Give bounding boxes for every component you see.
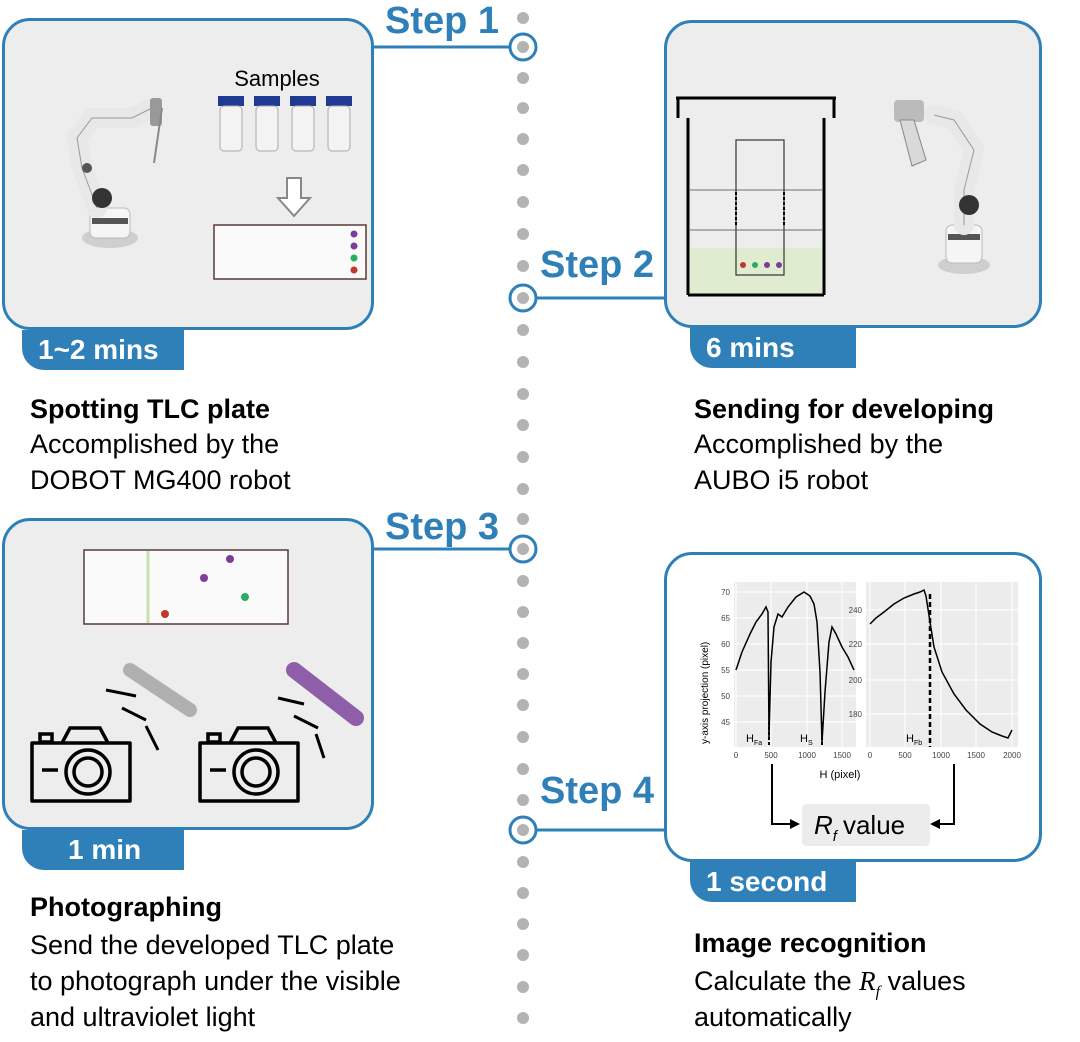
step-1-label: Step 1 bbox=[385, 0, 500, 42]
step-4-time-tab: 1 second bbox=[690, 862, 856, 902]
right-ytick: 240 bbox=[849, 606, 863, 615]
step-3-time-tab: 1 min bbox=[22, 830, 184, 870]
step-2-illustration bbox=[676, 96, 990, 297]
step-3-line-1: Send the developed TLC plate bbox=[30, 930, 395, 960]
left-ytick: 45 bbox=[721, 718, 730, 727]
camera-icon bbox=[30, 726, 132, 803]
step-4-line-1-text: Calculate the bbox=[694, 966, 852, 996]
timeline-node-2 bbox=[508, 283, 670, 313]
timeline-node-1 bbox=[372, 32, 538, 62]
timeline-dots bbox=[517, 12, 529, 1024]
step-4-title: Image recognition bbox=[694, 928, 927, 958]
left-xtick: 0 bbox=[734, 751, 739, 760]
timeline-node-3 bbox=[372, 534, 538, 564]
developing-chamber bbox=[676, 96, 836, 297]
down-arrow-icon bbox=[275, 177, 313, 218]
right-plot: 240 220 200 180 0 500 1000 1500 2000 HFb bbox=[849, 582, 1021, 760]
left-xtick: 500 bbox=[764, 751, 778, 760]
ylabel: y-axis projection (pixel) bbox=[700, 642, 711, 744]
step-3-label: Step 3 bbox=[385, 506, 500, 548]
hs-marker: HS bbox=[800, 733, 813, 747]
step-4-line-1-tail: values bbox=[887, 966, 966, 996]
visible-lamp-icon bbox=[105, 663, 197, 751]
step-1-line-2: DOBOT MG400 robot bbox=[30, 465, 291, 495]
step-2-title: Sending for developing bbox=[694, 394, 995, 424]
step-2-label: Step 2 bbox=[540, 244, 655, 286]
step-2-line-1: Accomplished by the bbox=[694, 429, 944, 459]
tlc-plate bbox=[213, 224, 367, 280]
uv-lamp-icon bbox=[277, 662, 364, 759]
step-1-illustration: Samples bbox=[66, 66, 367, 280]
right-ytick: 220 bbox=[849, 640, 863, 649]
step-3-line-3: and ultraviolet light bbox=[30, 1002, 256, 1032]
rf-result-box bbox=[802, 804, 930, 846]
left-plot: 70 65 60 55 50 45 40 0 500 1000 1500 HFa… bbox=[700, 582, 860, 781]
left-xtick: 1000 bbox=[798, 751, 816, 760]
samples-label: Samples bbox=[234, 66, 320, 91]
left-xtick: 1500 bbox=[833, 751, 851, 760]
timeline-node-4 bbox=[508, 815, 670, 845]
right-xtick: 0 bbox=[868, 751, 873, 760]
camera-icon bbox=[198, 726, 300, 803]
left-ytick: 50 bbox=[721, 692, 730, 701]
step-4-line-2: automatically bbox=[694, 1002, 852, 1032]
right-xtick: 500 bbox=[898, 751, 912, 760]
left-ytick: 60 bbox=[721, 640, 730, 649]
step-2-line-2: AUBO i5 robot bbox=[694, 465, 869, 495]
step-1-line-1: Accomplished by the bbox=[30, 429, 280, 459]
hfa-marker: HFa bbox=[746, 733, 762, 747]
arrows bbox=[771, 764, 955, 825]
step-3-line-2: to photograph under the visible bbox=[30, 966, 401, 996]
sample-vials bbox=[218, 96, 352, 152]
left-ytick: 55 bbox=[721, 666, 730, 675]
step-4-illustration: 70 65 60 55 50 45 40 0 500 1000 1500 HFa… bbox=[700, 582, 1021, 846]
step-4-line-1: Calculate the Rf values bbox=[694, 966, 966, 1001]
step-3-illustration bbox=[30, 549, 364, 803]
step-1-title: Spotting TLC plate bbox=[30, 394, 270, 424]
right-xtick: 1500 bbox=[967, 751, 985, 760]
tlc-plate bbox=[83, 549, 289, 625]
hfb-marker: HFb bbox=[906, 733, 922, 747]
step-4-label: Step 4 bbox=[540, 770, 655, 812]
robot-arm-icon bbox=[66, 98, 163, 248]
step-2-time-tab: 6 mins bbox=[690, 328, 856, 368]
robot-arm-icon bbox=[894, 100, 990, 274]
rf-symbol: Rf bbox=[859, 966, 881, 1001]
right-xtick: 1000 bbox=[932, 751, 950, 760]
left-ytick: 65 bbox=[721, 614, 730, 623]
right-xtick: 2000 bbox=[1003, 751, 1021, 760]
right-ytick: 180 bbox=[849, 710, 863, 719]
step-3-title: Photographing bbox=[30, 892, 222, 922]
left-ytick: 70 bbox=[721, 588, 730, 597]
step-1-time-tab: 1~2 mins bbox=[22, 330, 184, 370]
xlabel: H (pixel) bbox=[820, 769, 861, 781]
right-ytick: 200 bbox=[849, 676, 863, 685]
